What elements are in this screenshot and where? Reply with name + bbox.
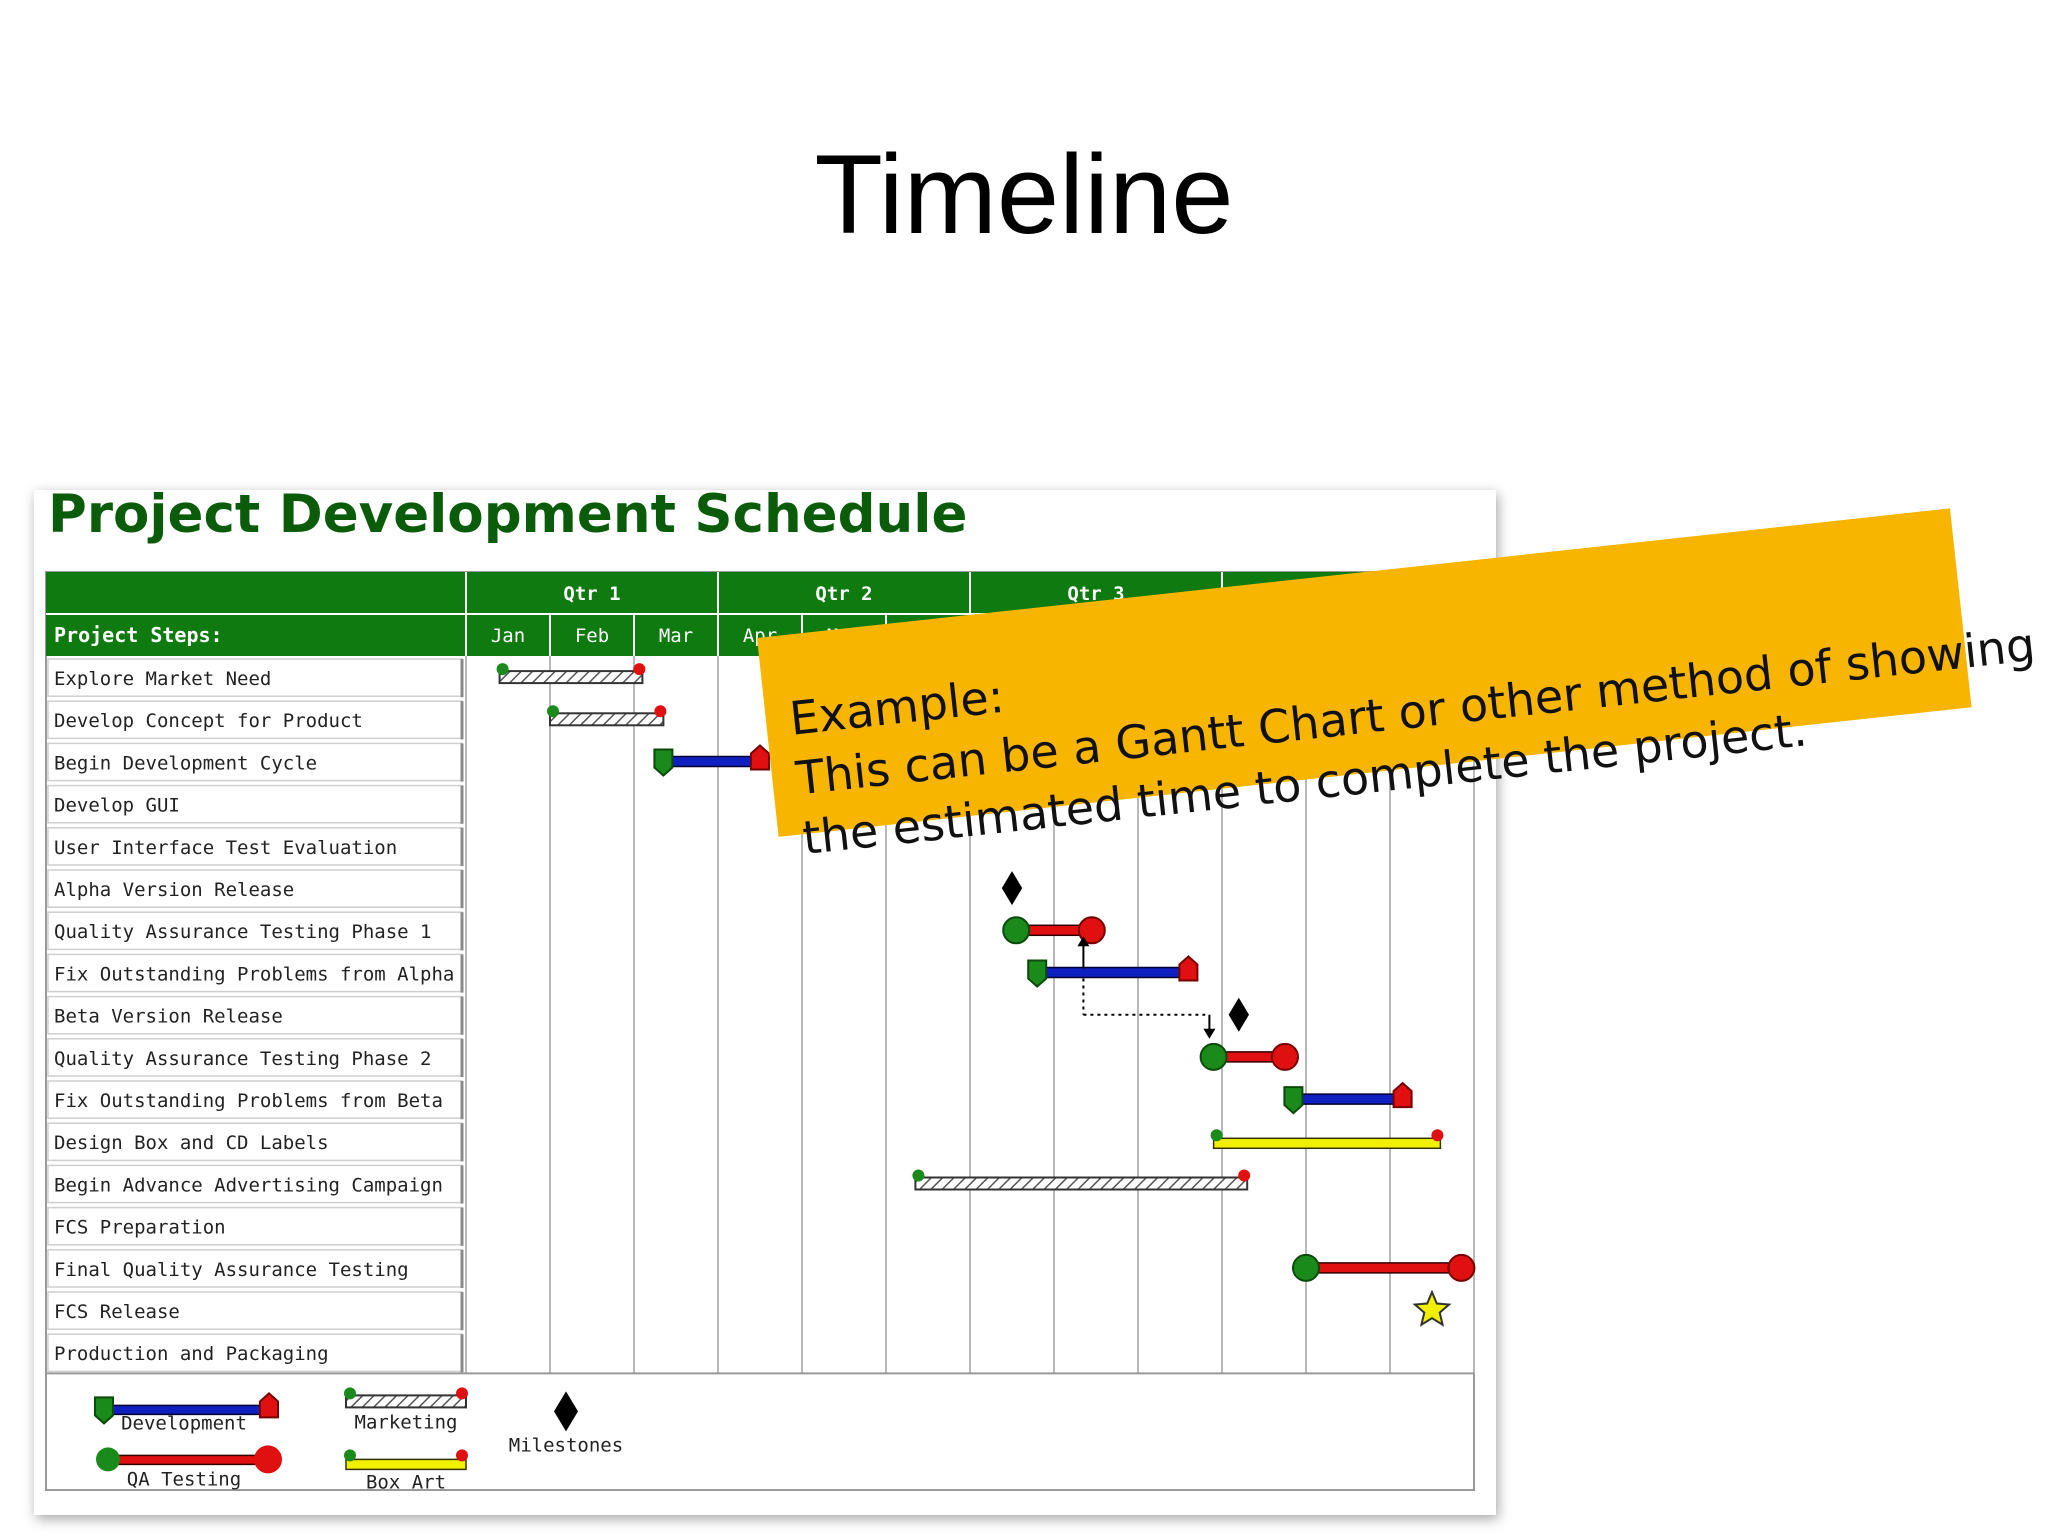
milestone-marker xyxy=(1228,997,1249,1032)
task-label: Begin Advance Advertising Campaign xyxy=(54,1174,443,1196)
legend-marketing-swatch xyxy=(345,1394,467,1409)
end-marker xyxy=(1392,1081,1413,1109)
task-label-cell xyxy=(47,869,463,908)
development-bar xyxy=(662,755,761,768)
end-dot xyxy=(1447,1253,1476,1282)
task-label: FCS Release xyxy=(54,1301,180,1323)
task-label: Develop Concept for Product xyxy=(54,710,363,732)
end-marker xyxy=(259,1392,279,1419)
task-label: Beta Version Release xyxy=(54,1006,283,1028)
start-dot xyxy=(1199,1042,1228,1071)
end-dot xyxy=(1431,1129,1444,1142)
end-marker xyxy=(1178,955,1199,982)
legend-development-label: Development xyxy=(121,1412,247,1434)
task-label: Explore Market Need xyxy=(54,668,271,690)
end-dot xyxy=(654,705,667,718)
legend-milestone-swatch xyxy=(554,1391,578,1432)
qa-bar xyxy=(1305,1262,1463,1274)
quarter-label: Qtr 1 xyxy=(563,583,620,605)
legend-marketing-label: Marketing xyxy=(355,1411,458,1433)
task-label: Production and Packaging xyxy=(54,1343,329,1365)
start-dot xyxy=(96,1447,120,1472)
start-dot xyxy=(1002,916,1031,945)
end-dot xyxy=(456,1449,468,1462)
task-label-cell xyxy=(47,1080,463,1119)
start-dot xyxy=(912,1169,925,1182)
task-label-cell xyxy=(47,1164,463,1204)
legend-milestones-label: Milestones xyxy=(509,1434,623,1456)
start-dot xyxy=(1210,1129,1223,1142)
task-label-cell xyxy=(47,1038,463,1077)
start-marker xyxy=(1283,1086,1304,1115)
development-bar xyxy=(1292,1093,1404,1105)
end-dot xyxy=(633,663,646,676)
arrow-head xyxy=(1203,1028,1216,1039)
start-marker xyxy=(94,1396,114,1425)
task-label: Quality Assurance Testing Phase 1 xyxy=(54,921,432,943)
task-label: Quality Assurance Testing Phase 2 xyxy=(54,1048,432,1070)
task-label-cell xyxy=(47,784,463,824)
end-dot xyxy=(1077,916,1106,945)
task-label-cell xyxy=(47,1249,463,1288)
task-label-cell xyxy=(47,658,463,697)
steps-header: Project Steps: xyxy=(54,623,223,647)
marketing-bar xyxy=(549,712,665,727)
development-bar xyxy=(1036,966,1190,979)
task-label-cell xyxy=(47,1206,463,1246)
start-dot xyxy=(547,705,559,718)
task-label: Final Quality Assurance Testing xyxy=(54,1259,409,1281)
task-label: Develop GUI xyxy=(54,795,180,817)
legend-qa-label: QA Testing xyxy=(127,1468,241,1490)
task-label: User Interface Test Evaluation xyxy=(54,837,397,859)
start-dot xyxy=(344,1449,356,1462)
quarter-label: Qtr 2 xyxy=(815,583,872,605)
task-label: Fix Outstanding Problems from Alpha xyxy=(54,963,454,985)
month-label: Mar xyxy=(659,625,693,647)
end-marker xyxy=(750,744,770,771)
end-dot xyxy=(1238,1169,1251,1182)
month-label: Feb xyxy=(575,625,609,647)
legend-box-art-swatch xyxy=(345,1458,467,1471)
task-label-cell xyxy=(47,742,463,782)
task-label-cell xyxy=(47,953,463,993)
legend-qa-swatch xyxy=(107,1454,269,1466)
task-label: Alpha Version Release xyxy=(54,879,294,901)
start-dot xyxy=(1292,1253,1320,1282)
start-dot xyxy=(496,663,509,676)
task-label: Begin Development Cycle xyxy=(54,752,317,774)
gantt-chart: Project Development Schedule Project Ste… xyxy=(45,490,1476,1493)
slide-title: Timeline xyxy=(814,132,1234,257)
end-dot xyxy=(1271,1042,1299,1071)
release-star xyxy=(1412,1289,1452,1327)
arrow-head xyxy=(1077,936,1090,947)
task-label-cell xyxy=(47,1291,463,1330)
task-label-cell xyxy=(47,911,463,951)
end-dot xyxy=(456,1387,468,1400)
chart-title: Project Development Schedule xyxy=(48,490,967,545)
legend-box-art-label: Box Art xyxy=(366,1471,446,1493)
marketing-bar xyxy=(498,670,644,685)
milestone-marker xyxy=(1001,871,1023,906)
marketing-bar xyxy=(914,1176,1249,1191)
task-label: FCS Preparation xyxy=(54,1217,226,1239)
start-dot xyxy=(344,1387,356,1400)
task-label: Fix Outstanding Problems from Beta xyxy=(54,1090,443,1112)
month-label: Jan xyxy=(491,625,525,647)
start-marker xyxy=(1027,959,1048,988)
task-label-cell xyxy=(47,1122,463,1162)
end-dot xyxy=(254,1445,282,1474)
task-label-cell xyxy=(47,1333,463,1373)
box-art-bar xyxy=(1212,1137,1442,1150)
task-label: Design Box and CD Labels xyxy=(54,1132,329,1154)
start-marker xyxy=(653,748,674,777)
